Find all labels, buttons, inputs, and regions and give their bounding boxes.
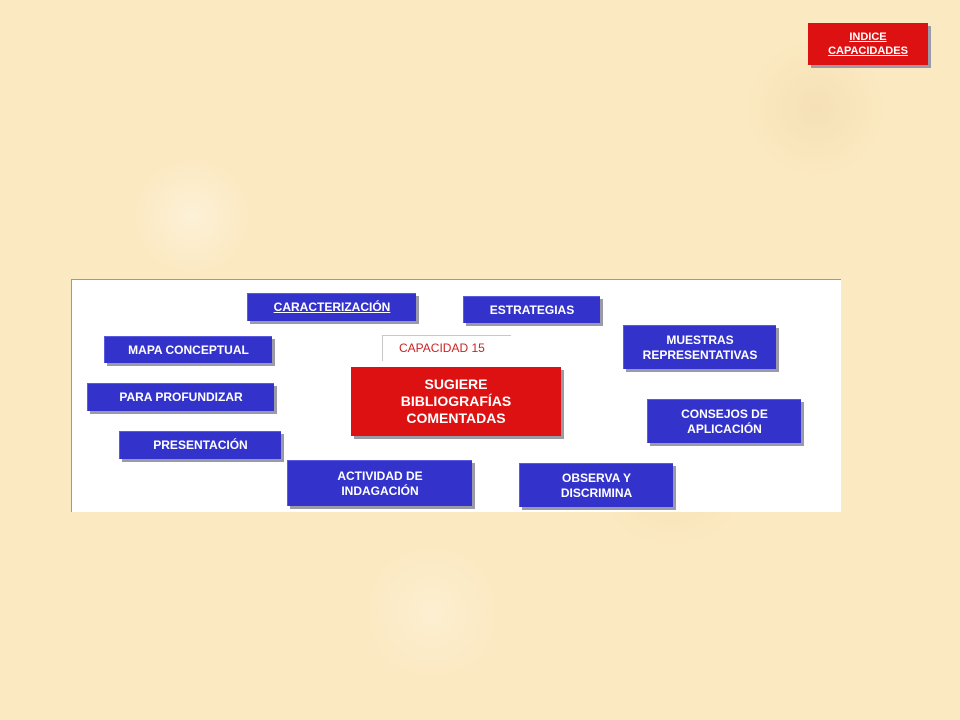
caracterizacion-button[interactable]: CARACTERIZACIÓN bbox=[247, 293, 416, 321]
main-topic-line1: SUGIERE bbox=[424, 376, 488, 392]
para-profundizar-label: PARA PROFUNDIZAR bbox=[119, 390, 243, 404]
presentacion-label: PRESENTACIÓN bbox=[153, 438, 248, 452]
caracterizacion-label: CARACTERIZACIÓN bbox=[273, 300, 391, 314]
mapa-conceptual-label: MAPA CONCEPTUAL bbox=[128, 342, 249, 357]
main-topic-node[interactable]: SUGIERE BIBLIOGRAFÍAS COMENTADAS bbox=[351, 367, 561, 436]
consejos-label-line1: CONSEJOS DE bbox=[681, 406, 768, 421]
actividad-label-line2: INDAGACIÓN bbox=[341, 483, 419, 498]
observa-label-line2: DISCRIMINA bbox=[560, 485, 633, 500]
para-profundizar-button[interactable]: PARA PROFUNDIZAR bbox=[87, 383, 274, 411]
consejos-de-aplicacion-button[interactable]: CONSEJOS DE APLICACIÓN bbox=[647, 399, 801, 443]
indice-label: INDICE bbox=[849, 31, 887, 43]
capacidades-label: CAPACIDADES bbox=[828, 45, 908, 57]
observa-y-discrimina-button[interactable]: OBSERVA Y DISCRIMINA bbox=[519, 463, 673, 507]
estrategias-label: ESTRATEGIAS bbox=[489, 302, 575, 317]
consejos-label-line2: APLICACIÓN bbox=[687, 421, 762, 436]
mapa-conceptual-button[interactable]: MAPA CONCEPTUAL bbox=[104, 336, 272, 363]
indice-capacidades-button[interactable]: INDICE CAPACIDADES bbox=[808, 23, 928, 65]
main-topic-line3: COMENTADAS bbox=[406, 410, 506, 426]
capacity-tab: CAPACIDAD 15 bbox=[382, 335, 511, 361]
actividad-de-indagacion-button[interactable]: ACTIVIDAD DE INDAGACIÓN bbox=[287, 460, 472, 506]
actividad-label-line1: ACTIVIDAD DE bbox=[337, 468, 423, 483]
estrategias-button[interactable]: ESTRATEGIAS bbox=[463, 296, 600, 323]
muestras-label-line2: REPRESENTATIVAS bbox=[642, 347, 758, 362]
muestras-label-line1: MUESTRAS bbox=[666, 332, 734, 347]
presentacion-button[interactable]: PRESENTACIÓN bbox=[119, 431, 281, 459]
muestras-representativas-button[interactable]: MUESTRAS REPRESENTATIVAS bbox=[623, 325, 776, 369]
observa-label-line1: OBSERVA Y bbox=[562, 470, 631, 485]
main-topic-line2: BIBLIOGRAFÍAS bbox=[400, 393, 512, 409]
